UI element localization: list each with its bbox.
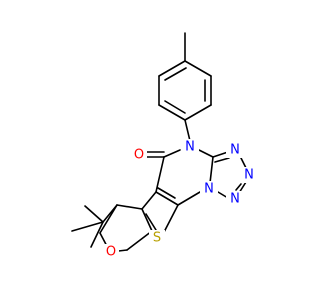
atom-thiophene-s: S: [153, 231, 161, 246]
bond-benzene-1: [158, 60, 186, 77]
atom-ring-n: N: [185, 140, 195, 155]
bond-ring-n-c: [177, 191, 201, 206]
bond-tz-cn1: [212, 151, 229, 158]
bond-c-c-fused: [155, 191, 179, 206]
bond-benzene-inner-1: [164, 67, 187, 81]
bond-n-carbonyl-c: [163, 149, 181, 158]
bond-gem-quat: [90, 221, 104, 248]
bond-thio-inner: [145, 213, 157, 231]
bond-fused-c-carbonyl: [155, 156, 165, 193]
bond-aryl-n: [184, 119, 191, 142]
bond-tz-cn1-double: [214, 157, 230, 163]
bond-benzene-6: [184, 60, 212, 77]
atom-tetrazole-n2: N: [244, 168, 254, 183]
bond-n-tz-c: [198, 149, 214, 158]
bond-pyr-upper-1: [102, 204, 118, 223]
bond-layer: [71, 32, 247, 253]
atom-tetrazole-n1: N: [230, 143, 240, 158]
atom-tetrazole-n4: N: [204, 182, 214, 197]
bond-gem-methyl-2: [84, 205, 104, 223]
atom-pyran-o: O: [106, 245, 116, 260]
bond-thio-ch2: [116, 204, 143, 210]
bond-thio-1: [141, 191, 157, 210]
bond-pyr-inner: [157, 187, 176, 199]
atom-tetrazole-n3: N: [230, 192, 240, 207]
bond-thio-2: [141, 208, 153, 232]
bond-benzene-inner-2: [164, 100, 186, 114]
atom-label-layer: O N N N N N S O: [103, 139, 258, 260]
bond-pyr-ch2c: [126, 230, 153, 251]
structure-svg: O N N N N N S O: [71, 32, 258, 260]
molecule-diagram: O N N N N N S O: [71, 32, 258, 260]
bond-tz-c-n: [209, 156, 214, 184]
bond-benzene-3: [158, 104, 186, 121]
bond-gem-methyl-1: [71, 221, 104, 232]
bond-benzene-4: [184, 104, 212, 121]
bond-tz-n2n3-double: [235, 183, 242, 191]
atom-carbonyl-o: O: [134, 148, 144, 163]
